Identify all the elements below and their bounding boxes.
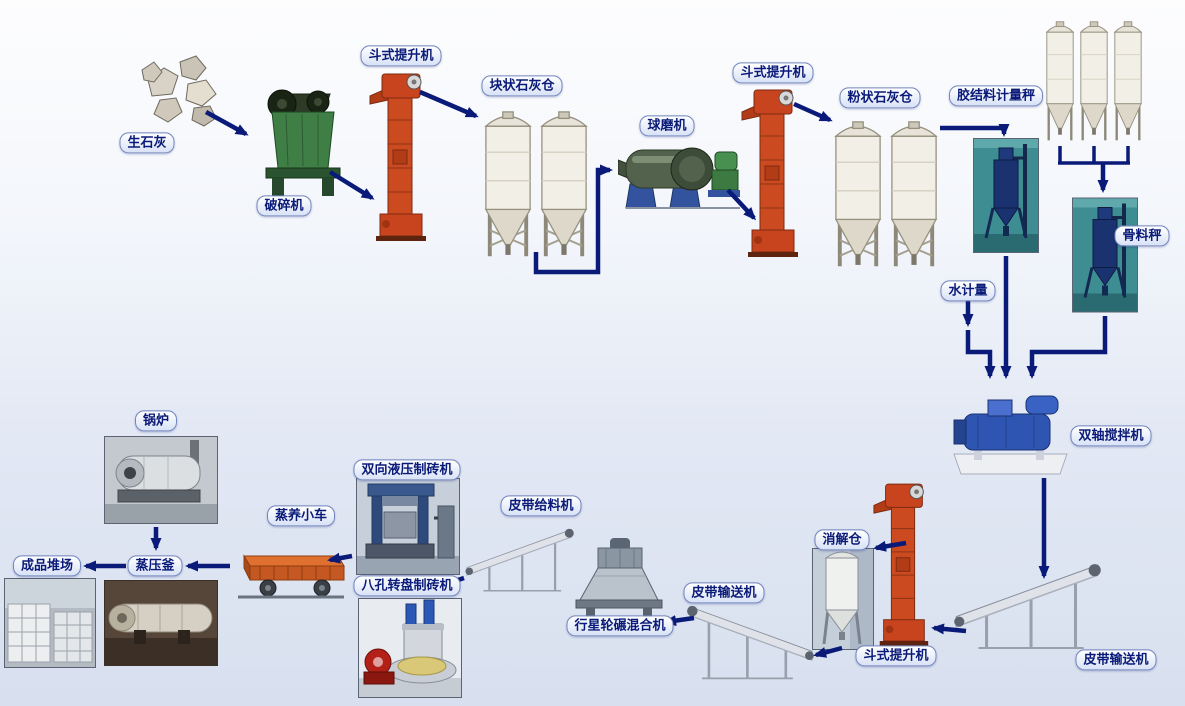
label-bucket-elevator-1: 斗式提升机 (360, 45, 442, 67)
rotary-table-brick-press-image (358, 598, 462, 698)
planetary-wheel-mixer-image (570, 538, 668, 623)
belt-conveyor-right-image (952, 555, 1104, 651)
binder-silos-image (1044, 20, 1144, 144)
label-quicklime: 生石灰 (119, 132, 175, 154)
arrow-water-to-mixer (965, 330, 996, 379)
aggregate-scale-image (1072, 196, 1138, 314)
autoclave-image (104, 580, 218, 666)
label-aggregate-scale: 骨料秤 (1114, 225, 1170, 247)
jaw-crusher-image (256, 84, 348, 196)
label-crusher: 破碎机 (256, 195, 312, 217)
label-lump-lime-silo: 块状石灰仓 (481, 75, 563, 97)
label-binder-scale: 胶结料计量秤 (948, 85, 1044, 107)
label-bucket-elevator-3: 斗式提升机 (855, 645, 937, 667)
twin-shaft-mixer-image (948, 386, 1073, 476)
binder-metering-scale-image (972, 138, 1040, 253)
label-curing-cart: 蒸养小车 (266, 505, 336, 527)
hydraulic-brick-press-image (356, 478, 460, 575)
label-bucket-elevator-2: 斗式提升机 (732, 62, 814, 84)
label-rotary-brick-machine: 八孔转盘制砖机 (353, 575, 461, 597)
boiler-image (104, 436, 218, 524)
belt-feeder-image (464, 522, 576, 593)
arrow-powder-silo-to-binder-scale (940, 124, 1010, 137)
label-autoclave: 蒸压釜 (127, 555, 183, 577)
label-boiler: 锅炉 (134, 410, 178, 432)
lump-lime-silos-image (482, 110, 592, 262)
label-belt-conveyor-mid: 皮带输送机 (683, 582, 765, 604)
label-water-meter: 水计量 (940, 280, 996, 302)
quicklime-rocks-image (140, 52, 228, 130)
label-hydraulic-brick-machine: 双向液压制砖机 (353, 459, 461, 481)
label-ball-mill: 球磨机 (639, 115, 695, 137)
bucket-elevator-2-image (740, 88, 804, 258)
ball-mill-image (618, 136, 740, 216)
label-planetary-mixer: 行星轮碾混合机 (566, 615, 674, 637)
arrow-aggregate-scale-to-mixer (1026, 316, 1108, 379)
belt-conveyor-mid-image (684, 598, 816, 681)
bucket-elevator-1-image (368, 72, 432, 242)
bucket-elevator-3-image (872, 482, 934, 647)
digestion-silo-image (812, 548, 874, 650)
label-product-yard: 成品堆场 (12, 555, 82, 577)
finished-product-yard-image (4, 578, 96, 668)
label-powder-lime-silo: 粉状石灰仓 (839, 87, 921, 109)
label-belt-feeder: 皮带给料机 (500, 495, 582, 517)
steam-curing-cart-image (234, 548, 346, 606)
label-digestion-silo: 消解仓 (814, 529, 870, 551)
label-belt-conveyor-right: 皮带输送机 (1075, 649, 1157, 671)
powder-lime-silos-image (832, 120, 942, 272)
label-twin-shaft-mixer: 双轴搅拌机 (1070, 425, 1152, 447)
